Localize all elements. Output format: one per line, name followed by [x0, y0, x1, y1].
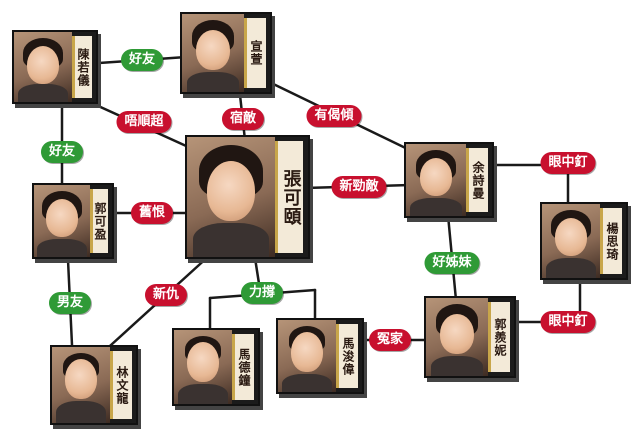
person-card-yu[interactable]: 余詩曼	[404, 142, 494, 218]
person-name: 宣萱	[249, 40, 263, 66]
relation-label-xuan-zhang: 宿敵	[221, 108, 265, 130]
person-card-lin[interactable]: 林文龍	[50, 345, 138, 425]
relation-label-zhang-yu: 新勁敵	[331, 176, 387, 198]
person-name: 余詩曼	[471, 160, 485, 200]
person-card-guo-ke[interactable]: 郭可盈	[32, 183, 114, 259]
person-name: 馬浚偉	[341, 336, 355, 376]
relation-label-guo-lin: 男友	[48, 292, 92, 314]
person-name: 馬德鐘	[237, 347, 251, 387]
relation-label-chen-guo: 好友	[40, 141, 84, 163]
relation-label-chen-xuan: 好友	[120, 49, 164, 71]
person-name: 陳若儀	[76, 47, 90, 87]
relation-label-guo-xian-yang: 眼中釘	[540, 311, 596, 333]
person-name: 林文龍	[115, 365, 129, 405]
relation-label-yu-guo-xian: 好姊妹	[424, 252, 480, 274]
person-card-xuan[interactable]: 宣萱	[180, 12, 272, 94]
person-name: 郭羨妮	[493, 317, 507, 357]
relation-label-ma-jun-guo-xian: 冤家	[368, 329, 412, 351]
person-name: 郭可盈	[93, 201, 107, 241]
person-card-yang[interactable]: 楊思琦	[540, 202, 628, 280]
relation-label-zhang-lin: 新仇	[144, 284, 188, 306]
relation-label-xuan-yu: 有偈傾	[306, 105, 362, 127]
person-card-chen[interactable]: 陳若儀	[12, 30, 98, 104]
person-card-zhang[interactable]: 張可頤	[185, 135, 310, 259]
person-card-ma-de[interactable]: 馬德鐘	[172, 328, 260, 406]
person-name: 楊思琦	[605, 221, 619, 261]
relation-label-guo-zhang: 舊恨	[130, 202, 174, 224]
person-card-ma-jun[interactable]: 馬浚偉	[276, 318, 364, 394]
relation-label-yu-yang: 眼中釘	[540, 152, 596, 174]
person-name: 張可頤	[280, 168, 302, 226]
relation-label-zhang-ma: 力撐	[240, 282, 284, 304]
person-card-guo-xian[interactable]: 郭羨妮	[424, 296, 516, 378]
relation-label-chen-zhang: 唔順超	[116, 111, 172, 133]
